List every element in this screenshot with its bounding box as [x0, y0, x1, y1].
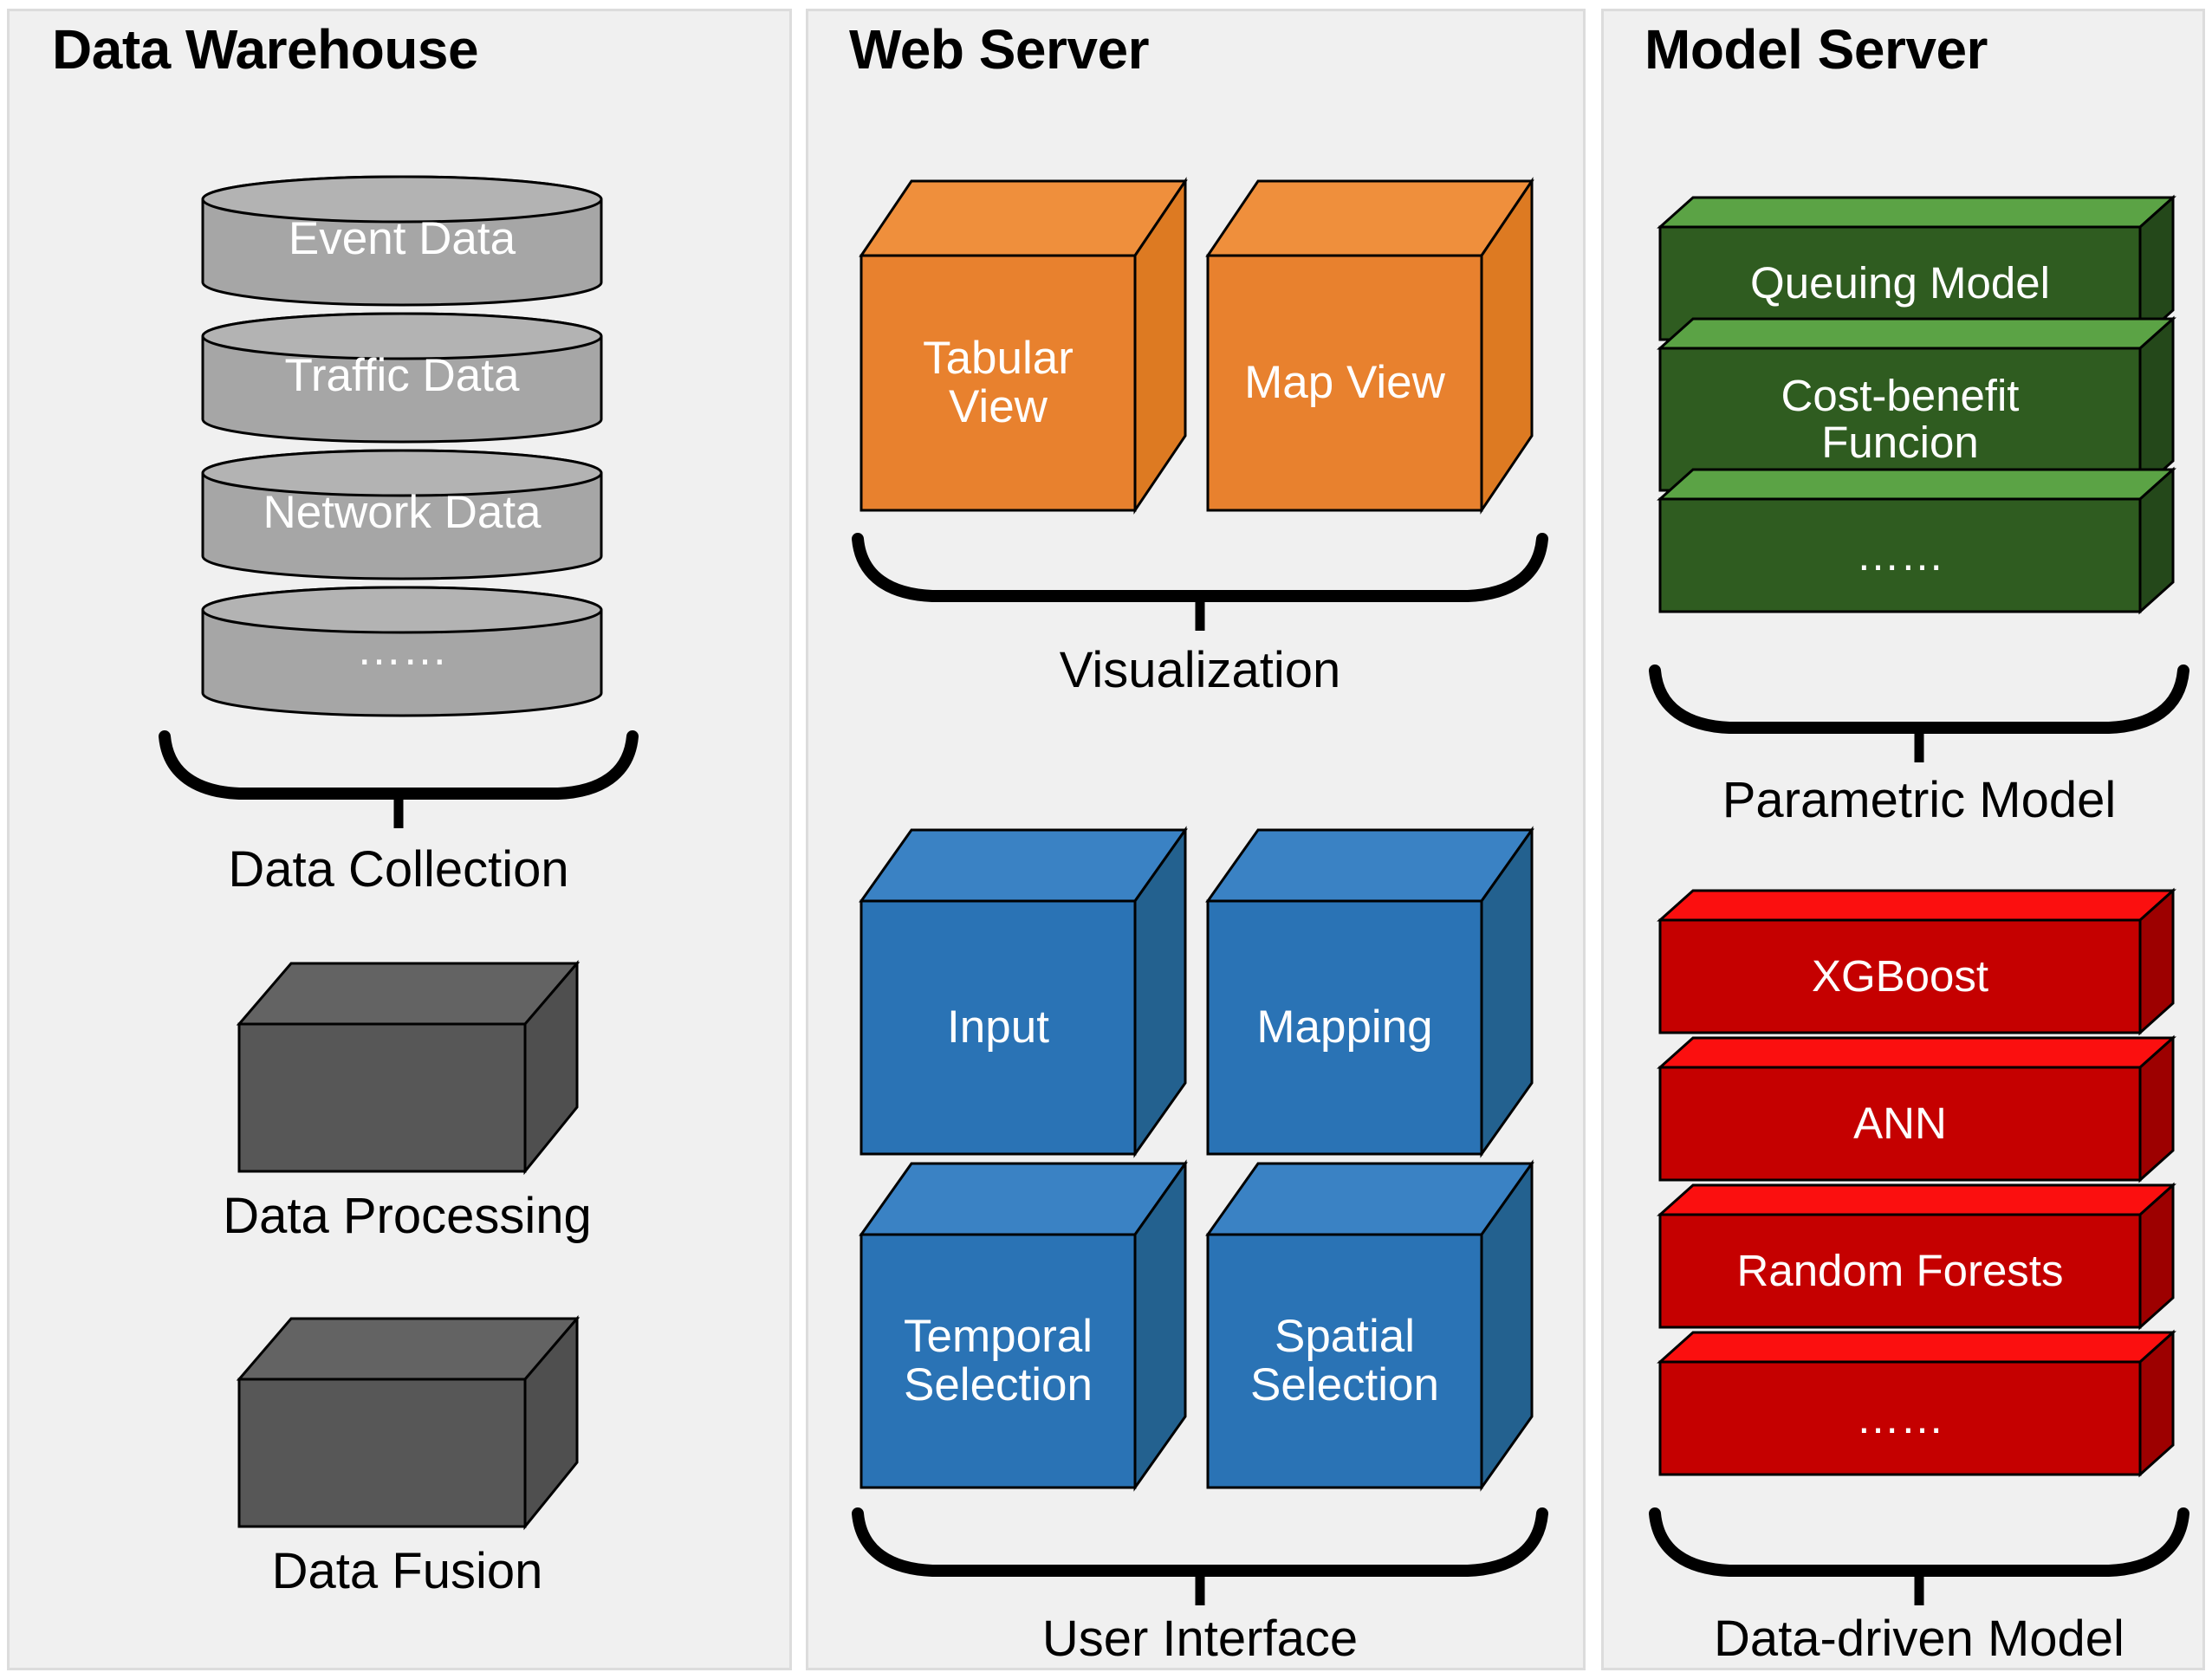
process-box-data-processing — [234, 944, 581, 1178]
caption-parametric-model: Parametric Model — [1722, 772, 2117, 828]
caption-data-processing: Data Processing — [223, 1188, 592, 1244]
ui-box-mapping: Mapping — [1204, 814, 1551, 1161]
database-cylinder-event-data: Event Data — [198, 173, 607, 307]
ui-box-spatial-selection: Spatial Selection — [1204, 1148, 1551, 1494]
model-box-xgboost: XGBoost — [1657, 882, 2194, 1038]
caption-data-fusion: Data Fusion — [271, 1543, 543, 1599]
ui-box-input: Input — [858, 814, 1204, 1161]
database-cylinder-traffic-data: Traffic Data — [198, 310, 607, 444]
viz-box-tabular-view: Tabular View — [858, 160, 1204, 515]
viz-box-map-view: Map View — [1204, 160, 1551, 515]
panel-title-data-warehouse: Data Warehouse — [52, 18, 479, 81]
brace-parametric-model — [1646, 660, 2192, 764]
process-box-data-fusion — [234, 1300, 581, 1533]
panel-title-web-server: Web Server — [849, 18, 1150, 81]
database-cylinder-more: …… — [198, 584, 607, 717]
panel-title-model-server: Model Server — [1644, 18, 1988, 81]
caption-data-driven-model: Data-driven Model — [1714, 1611, 2124, 1667]
model-box-ann: ANN — [1657, 1029, 2194, 1185]
brace-visualization — [849, 528, 1551, 632]
caption-user-interface: User Interface — [1041, 1611, 1359, 1667]
caption-visualization: Visualization — [1059, 642, 1341, 698]
brace-data-collection — [156, 726, 641, 830]
caption-data-collection: Data Collection — [228, 841, 569, 898]
database-cylinder-network-data: Network Data — [198, 447, 607, 580]
brace-data-driven-model — [1646, 1503, 2192, 1607]
model-box-parametric-more: …… — [1657, 461, 2194, 617]
model-box-random-forests: Random Forests — [1657, 1177, 2194, 1332]
brace-user-interface — [849, 1503, 1551, 1607]
ui-box-temporal-selection: Temporal Selection — [858, 1148, 1204, 1494]
model-box-data-driven-more: …… — [1657, 1324, 2194, 1480]
